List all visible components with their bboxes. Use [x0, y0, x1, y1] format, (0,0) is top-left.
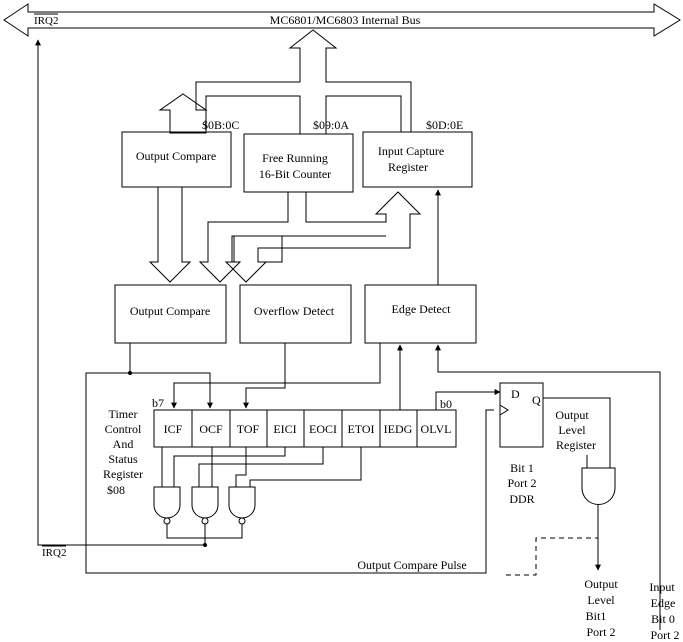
edge-to-icf-line [171, 343, 381, 409]
internal-bus-arrow [3, 3, 681, 37]
free-running-counter-box [243, 133, 354, 193]
bit-eici: EICI [273, 422, 296, 436]
ocf-nand-gate [191, 486, 219, 519]
ddr-label: Bit 1 Port 2 DDR [507, 461, 536, 506]
input-edge-line [435, 344, 661, 630]
svg-text:Input: Input [649, 580, 675, 594]
irq2-low-label: IRQ2 [42, 547, 66, 559]
input-capture-register-box [362, 131, 473, 188]
svg-text:$08: $08 [107, 483, 125, 497]
bit-ocf: OCF [199, 422, 223, 436]
overflow-detect-box [239, 284, 352, 344]
capture-label-1: Input Capture [378, 144, 444, 158]
ff-d-label: D [511, 387, 520, 401]
bit-tof: TOF [237, 422, 260, 436]
tof-nand-gate [228, 486, 256, 519]
capture-label-2: Register [388, 160, 428, 174]
svg-text:Bit 0: Bit 0 [651, 612, 675, 626]
counter-addr: $09:0A [313, 118, 349, 132]
svg-text:And: And [113, 437, 134, 451]
bit-eoci: EOCI [309, 422, 337, 436]
ocp-label: Output Compare Pulse [357, 558, 466, 572]
edge-detect-box [364, 284, 477, 344]
svg-text:Timer: Timer [109, 407, 138, 421]
output-and-gate [581, 467, 616, 505]
svg-text:Status: Status [108, 452, 138, 466]
counter-label-1: Free Running [262, 151, 328, 165]
svg-text:Bit 1: Bit 1 [510, 461, 534, 475]
svg-text:Edge: Edge [651, 596, 676, 610]
input-pin-label: Input Edge Bit 0 Port 2 [649, 580, 679, 642]
bit-iedg: IEDG [384, 422, 413, 436]
tcsr-title: Timer Control And Status Register $08 [103, 407, 143, 497]
oc-to-ocf-line [129, 343, 213, 409]
oc-reg-addr: $0B:0C [202, 118, 239, 132]
q-to-and-line [543, 397, 611, 468]
tcsr-bits: ICF OCF TOF EICI EOCI ETOI IEDG OLVL [164, 422, 452, 436]
icf-nand-gate [153, 486, 181, 519]
bus-irq-label: IRQ2 [34, 15, 58, 27]
b0-label: b0 [440, 397, 452, 411]
output-pin-label: Output Level Bit1 Port 2 [584, 577, 618, 639]
svg-text:Output: Output [584, 577, 618, 591]
olvl-to-d-line [435, 389, 501, 410]
output-compare-box [114, 284, 227, 344]
overflow-box-label: Overflow Detect [254, 304, 335, 318]
svg-text:Level: Level [558, 423, 586, 437]
input-capture-arrow [257, 191, 422, 263]
flipflop-clock [499, 404, 509, 416]
svg-text:DDR: DDR [509, 492, 534, 506]
svg-text:Control: Control [105, 422, 142, 436]
ddr-dashed-line [506, 537, 598, 576]
bus-label: MC6801/MC6803 Internal Bus [270, 13, 421, 27]
svg-text:Level: Level [587, 593, 615, 607]
svg-text:Bit1: Bit1 [586, 609, 607, 623]
svg-text:Port 2: Port 2 [586, 625, 615, 639]
ov-to-tof-line [243, 343, 286, 409]
b7-label: b7 [152, 396, 164, 410]
tcsr-register [153, 409, 457, 448]
oc-box-label: Output Compare [130, 304, 210, 318]
svg-text:Output: Output [555, 408, 589, 422]
bit-olvl: OLVL [421, 422, 452, 436]
bus-connection-arrow [158, 29, 412, 135]
oc-compare-arrow-left [148, 187, 192, 283]
svg-text:Port 2: Port 2 [650, 628, 679, 642]
ff-q-label: Q [532, 393, 541, 407]
output-level-register-label: Output Level Register [555, 408, 596, 452]
svg-text:Register: Register [556, 438, 596, 452]
bit-etoi: ETOI [347, 422, 374, 436]
irq2-line [35, 39, 205, 546]
svg-text:Port 2: Port 2 [507, 476, 536, 490]
bit-icf: ICF [164, 422, 183, 436]
counter-label-2: 16-Bit Counter [259, 167, 331, 181]
output-compare-register-box [121, 131, 232, 188]
svg-text:Register: Register [103, 467, 143, 481]
capture-addr: $0D:0E [426, 118, 463, 132]
oc-reg-label: Output Compare [136, 149, 216, 163]
edge-box-label: Edge Detect [392, 302, 452, 316]
output-compare-pulse-line [85, 372, 494, 574]
oc-compare-arrow-right [198, 192, 289, 283]
